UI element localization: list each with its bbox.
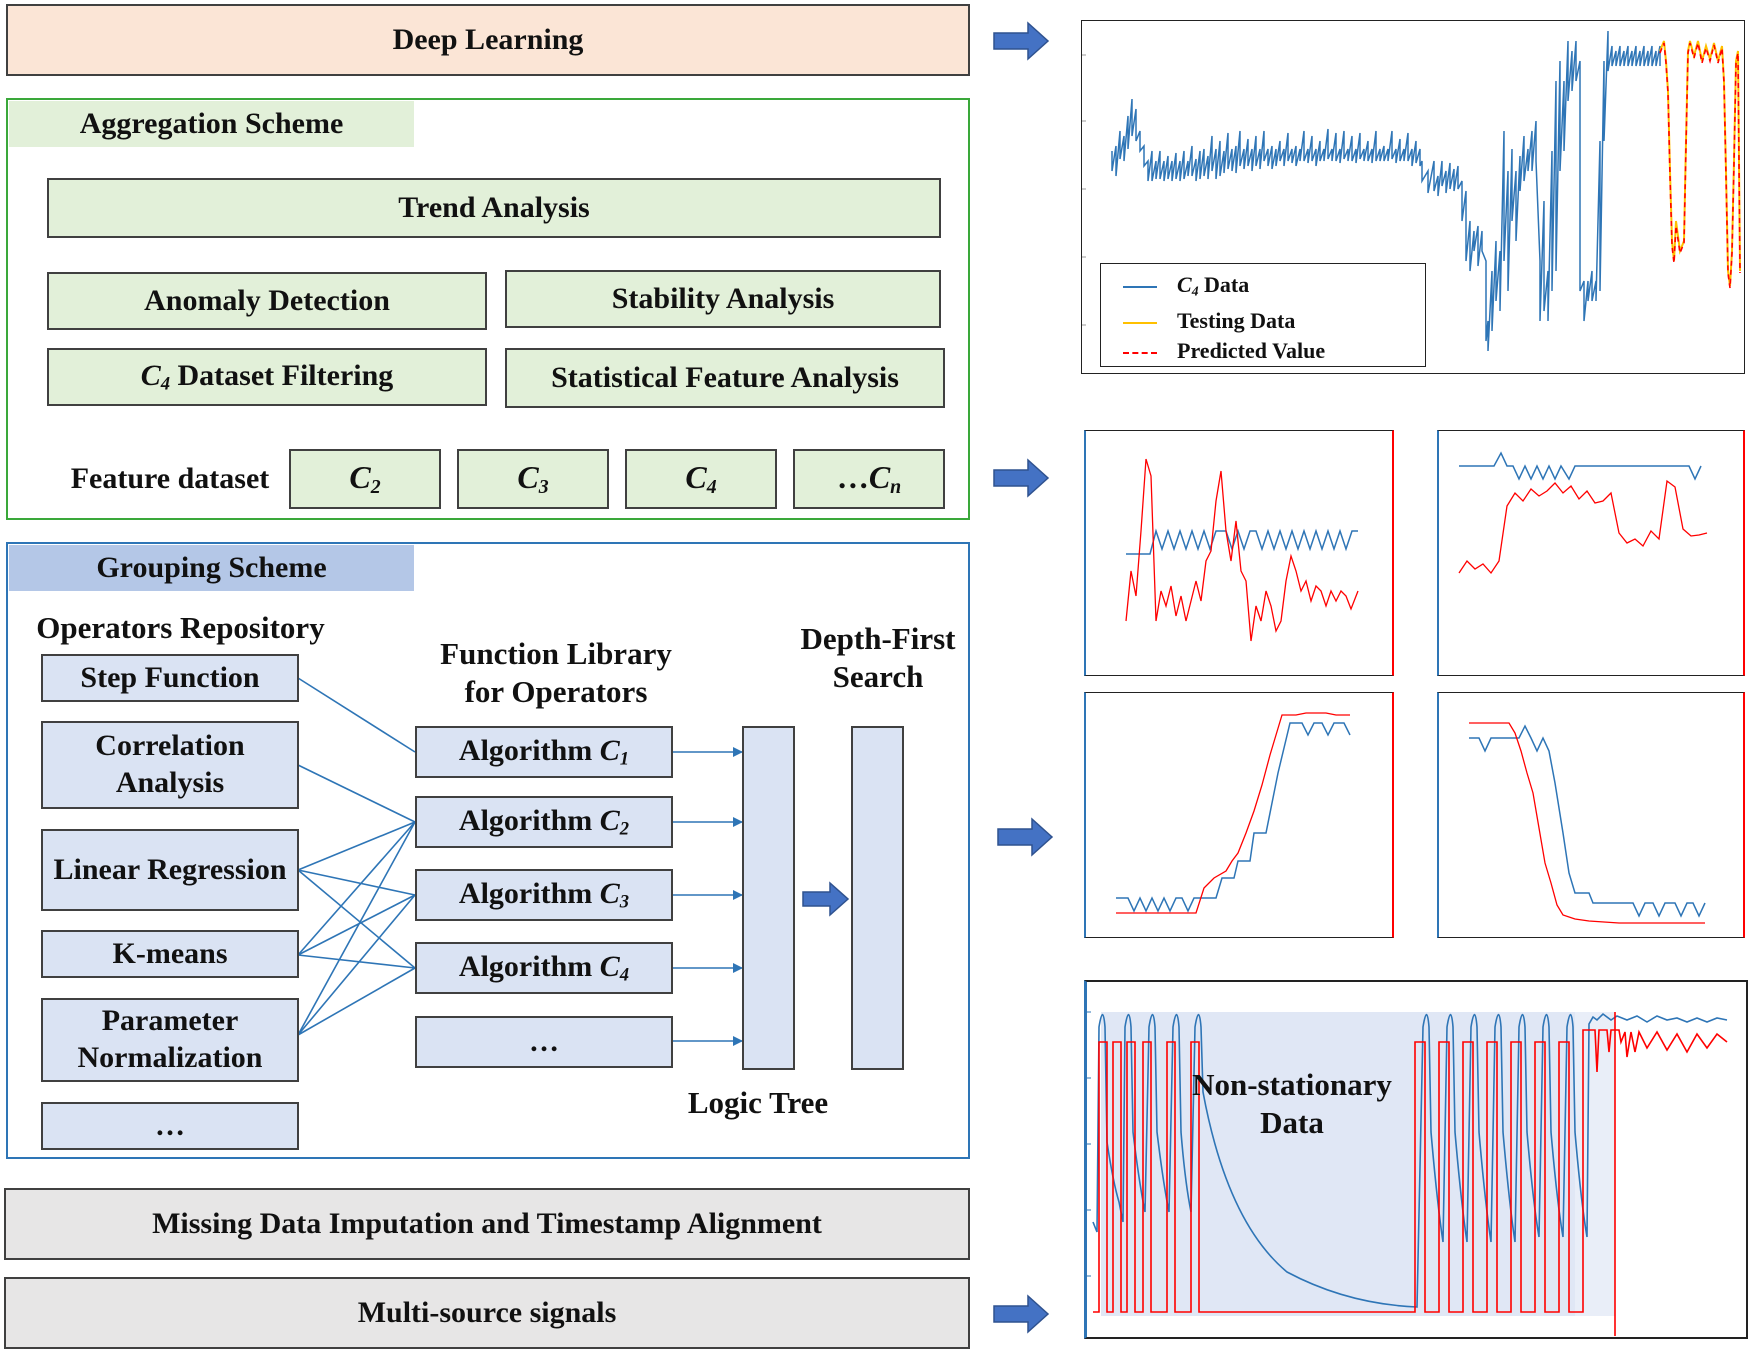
statistical-feature-box: Statistical Feature Analysis [505,348,945,408]
feature-chart-1 [1084,430,1394,676]
operator-linear-regression: Linear Regression [41,829,299,911]
trend-analysis-box: Trend Analysis [47,178,941,238]
deep-learning-label: Deep Learning [392,22,584,56]
c4-data-series [1111,30,1661,352]
function-library-title: Function Library for Operators [440,636,672,709]
aggregation-scheme-title: Aggregation Scheme [9,101,414,147]
predicted-value-series [1659,42,1741,289]
operator-parameter-normalization: Parameter Normalization [41,998,299,1082]
depth-first-search-title: Depth-First Search [800,621,956,694]
grouping-scheme-title: Grouping Scheme [9,545,414,591]
algorithm-c1-box: Algorithm C1 [415,726,673,778]
prediction-chart-plot [1082,30,1741,352]
feature-dataset-label: Feature dataset [70,461,270,495]
operator-more: … [41,1102,299,1150]
logic-tree-label: Logic Tree [687,1085,829,1121]
flow-arrows [993,21,1054,1334]
arrow-right-icon [993,1294,1050,1334]
prediction-chart: C4 Data Testing Data Predicted Value [1081,20,1745,374]
grouping-scheme-panel [6,542,970,1159]
operators-repository-title: Operators Repository [36,610,325,646]
feature-chart-2 [1437,430,1745,676]
algorithm-more-box: … [415,1016,673,1068]
depth-first-search-column [851,726,904,1070]
deep-learning-bar: Deep Learning [6,4,970,76]
multi-source-bar: Multi-source signals [4,1277,970,1349]
algorithm-c4-box: Algorithm C4 [415,942,673,994]
missing-data-bar: Missing Data Imputation and Timestamp Al… [4,1188,970,1260]
dataset-filtering-box: C4 Dataset Filtering [47,348,487,406]
nonstationary-chart: Non-stationary Data [1084,980,1748,1339]
arrow-right-icon [997,817,1054,857]
arrow-right-icon [993,21,1050,61]
operator-step-function: Step Function [41,654,299,702]
feature-c4-box: C4 [625,449,777,509]
algorithm-c3-box: Algorithm C3 [415,869,673,921]
legend-c4-data: C4 Data [1123,270,1425,306]
legend-predicted-value: Predicted Value [1123,336,1425,366]
feature-chart-4 [1437,692,1745,938]
logic-tree-column [742,726,795,1070]
operator-correlation-analysis: Correlation Analysis [41,721,299,809]
feature-c3-box: C3 [457,449,609,509]
aggregation-scheme-panel [6,98,970,520]
operator-k-means: K-means [41,930,299,978]
nonstationary-label: Non-stationary Data [1192,1067,1392,1140]
arrow-right-icon [993,458,1050,498]
algorithm-c2-box: Algorithm C2 [415,796,673,848]
feature-chart-3 [1084,692,1394,938]
stability-analysis-box: Stability Analysis [505,270,941,328]
feature-c2-box: C2 [289,449,441,509]
anomaly-detection-box: Anomaly Detection [47,272,487,330]
prediction-legend: C4 Data Testing Data Predicted Value [1100,263,1426,367]
legend-testing-data: Testing Data [1123,306,1425,336]
feature-cn-box: …Cn [793,449,945,509]
